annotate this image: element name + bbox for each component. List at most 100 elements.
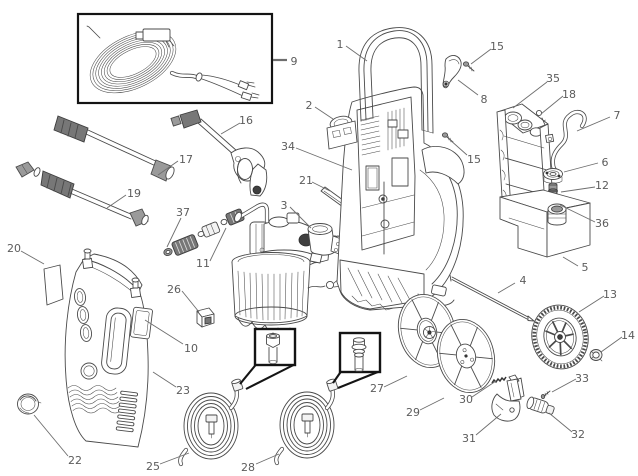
part-number-36-35: 36 xyxy=(595,217,609,230)
leader-line-33-32 xyxy=(551,378,577,393)
part-bracket-31 xyxy=(491,374,525,422)
part-number-15-14: 15 xyxy=(490,40,504,53)
plug-prongs xyxy=(237,80,260,101)
tank-neck xyxy=(547,203,567,226)
leader-line-35-34 xyxy=(512,81,548,109)
leader-line-12-11 xyxy=(560,186,596,193)
cover-handle-recess xyxy=(101,307,132,375)
part-number-2-1: 2 xyxy=(306,99,313,112)
leader-line-2-1 xyxy=(314,106,334,120)
part-spray-gun-16 xyxy=(170,109,268,197)
leader-line-5-4 xyxy=(562,256,579,267)
leader-line-15-14 xyxy=(470,48,492,65)
leader-line-14-13 xyxy=(600,336,623,353)
part-number-34-33: 34 xyxy=(281,140,295,153)
leader-line-19-19 xyxy=(106,194,127,209)
part-number-21-21: 21 xyxy=(299,174,313,187)
leader-line-32-31 xyxy=(548,412,573,433)
part-lance-19 xyxy=(15,161,149,227)
part-front-cover-23 xyxy=(64,248,153,448)
part-number-14-13: 14 xyxy=(621,329,635,342)
part-number-3-2: 3 xyxy=(281,199,288,212)
part-axle-4 xyxy=(449,274,535,322)
inset-hose28-fitting xyxy=(332,331,382,389)
leader-line-29-28 xyxy=(419,397,445,411)
part-number-17-17: 17 xyxy=(179,153,193,166)
cover-wave-vents xyxy=(67,385,122,414)
part-number-28-27: 28 xyxy=(241,461,255,474)
part-number-29-28: 29 xyxy=(406,406,420,419)
part-panel-10 xyxy=(130,306,153,340)
part-spring-30 xyxy=(491,376,507,384)
chassis-details xyxy=(360,107,415,255)
leader-line-17-17 xyxy=(157,160,179,176)
power-cord-coil xyxy=(89,30,177,94)
part-holder-2 xyxy=(326,115,358,150)
part-number-35-34: 35 xyxy=(546,72,560,85)
part-number-26-25: 26 xyxy=(167,283,181,296)
part-clip-14 xyxy=(589,349,603,362)
part-number-5-4: 5 xyxy=(582,261,589,274)
leader-line-18-18 xyxy=(540,95,564,115)
part-number-10-9: 10 xyxy=(184,342,198,355)
part-reel-disc-29 xyxy=(436,319,496,393)
part-number-37-36: 37 xyxy=(176,206,190,219)
leader-line-16-16 xyxy=(220,122,241,135)
part-number-22-22: 22 xyxy=(68,454,82,467)
part-cap-22 xyxy=(17,393,42,415)
housing-base xyxy=(339,259,455,311)
part-number-32-31: 32 xyxy=(571,428,585,441)
leader-line-4-3 xyxy=(497,282,516,294)
inset-hose25-fitting xyxy=(239,327,297,390)
part-number-25-24: 25 xyxy=(146,460,160,473)
leader-line-27-26 xyxy=(383,375,408,388)
leader-line-21-21 xyxy=(311,181,331,192)
leader-line-22-22 xyxy=(33,414,69,457)
part-pump-motor-assembly xyxy=(231,202,345,334)
leader-line-25-24 xyxy=(159,452,190,465)
part-number-15-15: 15 xyxy=(467,153,481,166)
part-wheel-13 xyxy=(531,304,589,370)
leader-line-7-6 xyxy=(576,116,611,132)
part-number-16-16: 16 xyxy=(239,114,253,127)
leader-line-20-20 xyxy=(20,250,45,265)
part-number-23-23: 23 xyxy=(176,384,190,397)
part-screw-33 xyxy=(540,390,551,400)
leader-line-15-15 xyxy=(448,138,468,156)
part-switch-26 xyxy=(196,307,215,328)
cover-top-hooks xyxy=(82,248,142,298)
part-hose-7 xyxy=(550,109,587,174)
part-sticker-20 xyxy=(43,264,64,306)
part-cap-6 xyxy=(543,168,563,184)
leader-line-3-2 xyxy=(289,206,312,229)
part-number-11-10: 11 xyxy=(196,257,210,270)
part-number-13-12: 13 xyxy=(603,288,617,301)
leader-line-37-36 xyxy=(166,217,182,248)
leader-line-36-35 xyxy=(559,204,596,223)
leader-line-26-25 xyxy=(181,290,200,313)
motor-fins xyxy=(237,270,305,321)
part-number-8-7: 8 xyxy=(481,93,488,106)
part-number-12-11: 12 xyxy=(595,179,609,192)
part-number-9-8: 9 xyxy=(291,55,298,68)
leader-line-23-23 xyxy=(152,371,177,388)
part-couplings-37 xyxy=(163,208,245,256)
part-number-20-20: 20 xyxy=(7,242,21,255)
leader-line-30-29 xyxy=(471,380,497,398)
part-number-18-18: 18 xyxy=(562,88,576,101)
screw-15-top xyxy=(462,61,475,72)
leader-line-10-9 xyxy=(144,319,184,345)
leader-line-1-0 xyxy=(345,45,368,62)
part-number-1-0: 1 xyxy=(337,38,344,51)
leader-line-13-12 xyxy=(578,295,605,313)
part-number-7-6: 7 xyxy=(614,109,621,122)
part-lance-17 xyxy=(53,115,175,182)
callout-layer: 1234567891011121314151516171819202122232… xyxy=(7,38,635,474)
part-hose-25 xyxy=(178,378,244,467)
part-tank-5 xyxy=(499,189,591,258)
leader-line-8-7 xyxy=(457,79,479,96)
part-number-27-26: 27 xyxy=(370,382,384,395)
part-number-6-5: 6 xyxy=(602,156,609,169)
